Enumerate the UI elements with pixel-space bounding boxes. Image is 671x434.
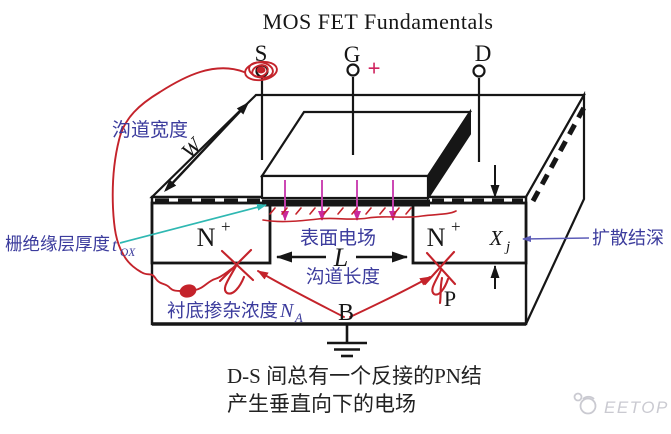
n-plus-right-sup: + [451,217,461,236]
field-oxide-dashes [155,100,590,207]
xj-subscript: j [504,239,510,255]
ground-icon [327,324,367,358]
caption-line-2: 产生垂直向下的电场 [227,392,416,416]
surface-wavy-line [262,210,457,223]
source-scribble-annotation [244,60,278,82]
n-plus-left-label: N [197,223,216,252]
eetop-watermark-text: EETOP [604,398,669,417]
n-plus-right-label: N [427,223,446,252]
eetop-watermark: EETOP [573,392,669,417]
doping-subscript: A [294,311,303,325]
doping-symbol: N [279,300,295,322]
gate-oxide-thickness-label: 栅绝缘层厚度 [5,234,110,254]
source-terminal-label: S [255,41,268,66]
n-plus-left-sup: + [221,217,231,236]
drain-n-plus-well [411,201,528,265]
drain-terminal-circle [472,64,486,78]
p-region-label: P [444,286,456,311]
channel-length-label: 沟道长度 [306,267,380,288]
channel-width-dimension [164,102,249,192]
l-symbol: L [333,243,348,272]
red-annotations [111,60,457,318]
substrate-doping-label: 衬底掺杂浓度 [167,301,278,322]
eetop-logo-icon [573,392,597,415]
body-terminal-label: B [338,300,354,326]
body-to-drain-junction-arrow [349,276,431,318]
w-arrowhead-lower [164,179,177,192]
oxide-subscript: OX [120,247,136,259]
w-arrowhead-upper [236,102,249,115]
gate-terminal-circle [346,63,360,77]
gate-plus-sign: + [367,56,380,81]
junction-depth-pointer-arrow [522,235,590,243]
junction-depth-label: 扩散结深 [592,228,664,248]
body-to-source-junction-arrow [257,270,345,318]
xj-symbol: X [489,226,504,250]
gate-electrode [259,108,473,202]
caption-line-1: D-S 间总有一个反接的PN结 [227,364,482,388]
oxide-thickness-pointer-arrow [119,203,267,244]
freehand-curve-annotation [111,67,245,292]
gate-front-face [260,174,430,200]
vertical-field-arrows [281,180,397,221]
gate-terminal-label: G [344,42,361,67]
source-junction-x-mark [218,248,255,295]
page-title: MOS FET Fundamentals [263,9,494,34]
channel-width-label: 沟道宽度 [112,119,188,141]
surface-field-label: 表面电场 [300,227,376,249]
drain-terminal-label: D [475,41,492,66]
surface-tick-marks [269,207,412,215]
oxide-symbol: t [112,235,118,255]
